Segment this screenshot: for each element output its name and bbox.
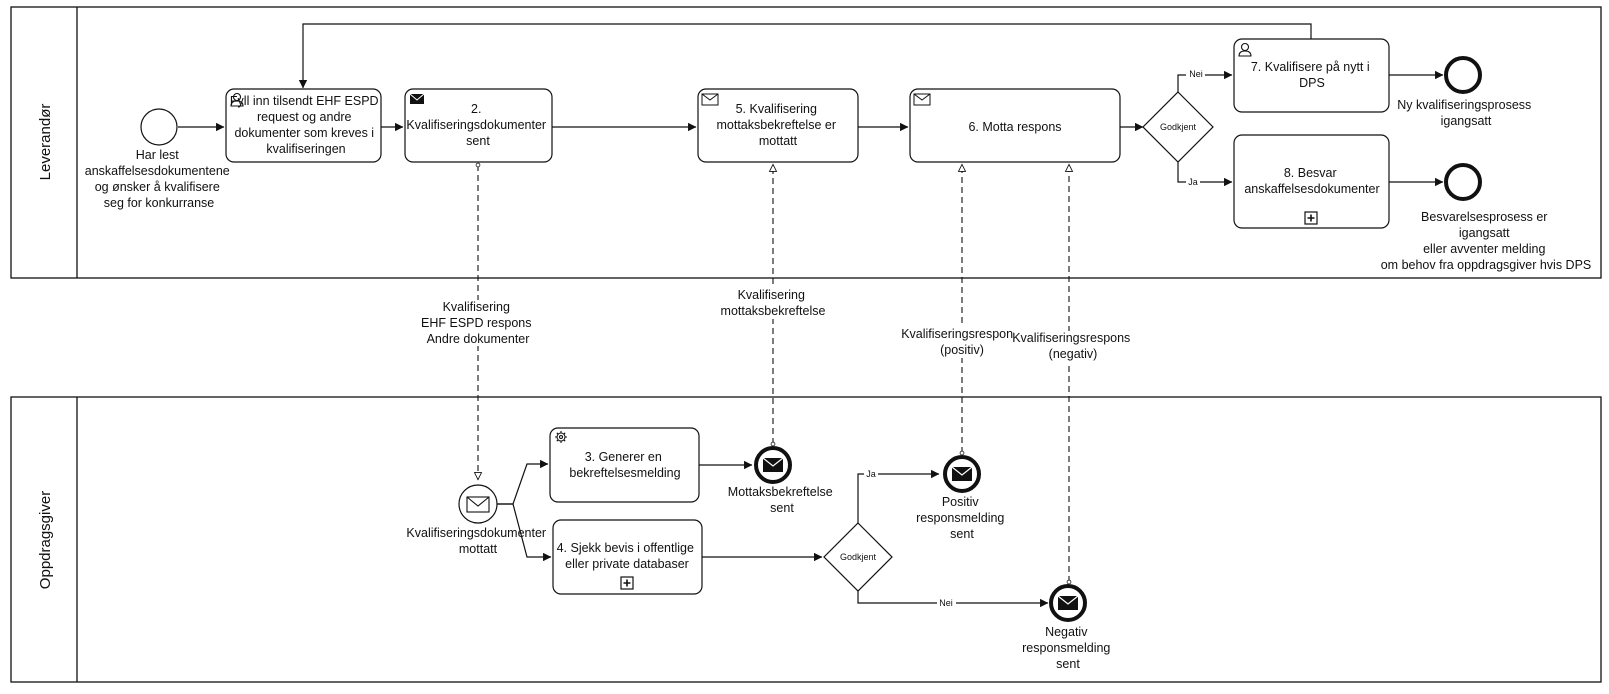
task-8[interactable]: 8. Besvar anskaffelsesdokumenter	[1233, 134, 1390, 229]
flow-t7-loop-to-t1	[298, 23, 1312, 89]
user-icon	[1238, 42, 1252, 57]
task-4-label: 4. Sjekk bevis i offentlige eller privat…	[557, 541, 698, 571]
receive-envelope-icon	[701, 93, 719, 106]
task-2[interactable]: 2. Kvalifiseringsdokumenter sent	[404, 88, 553, 163]
task-7[interactable]: 7. Kvalifisere på nytt i DPS	[1233, 38, 1390, 113]
lane-leverandor: Leverandør	[10, 6, 1602, 279]
subprocess-plus-icon	[1304, 211, 1318, 225]
task-2-label: 2. Kvalifiseringsdokumenter sent	[406, 102, 549, 148]
end-event-positiv-label: Positiv responsmelding sent	[916, 495, 1008, 541]
end-event-mottak-label: Mottaksbekreftelse sent	[728, 485, 836, 515]
task-3-label: 3. Generer en bekreftelsesmelding	[569, 450, 680, 480]
gateway-godkjent-bottom[interactable]: Godkjent	[823, 522, 893, 592]
user-icon	[230, 92, 244, 107]
flow-receive-to-t3	[497, 459, 549, 505]
task-1[interactable]: Fyll inn tilsendt EHF ESPD request og an…	[225, 88, 382, 163]
flow-receive-to-t4	[497, 503, 552, 562]
end-event-negativ-sent[interactable]	[1049, 584, 1087, 622]
subprocess-plus-icon	[620, 576, 634, 590]
lane-title-leverandor: Leverandør	[37, 104, 54, 181]
task-8-label: 8. Besvar anskaffelsesdokumenter	[1244, 166, 1379, 196]
label-ja-bottom: Ja	[866, 469, 876, 479]
send-envelope-icon	[762, 457, 784, 472]
end-event-besvarelse-label: Besvarelsesprosess er igangsatt eller av…	[1381, 210, 1592, 272]
gear-icon	[555, 431, 567, 443]
end-event-negativ-label: Negativ responsmelding sent	[1022, 625, 1114, 671]
task-1-label: Fyll inn tilsendt EHF ESPD request og an…	[230, 94, 382, 156]
task-5-label: 5. Kvalifisering mottaksbekreftelse er m…	[717, 102, 840, 148]
receive-envelope-icon	[913, 93, 931, 106]
label-nei-top: Nei	[1189, 69, 1203, 79]
receive-envelope-icon	[466, 496, 490, 513]
lane-title-oppdragsgiver: Oppdragsgiver	[37, 491, 54, 589]
flow-labels: Nei Ja Ja Nei	[864, 68, 1205, 609]
msg-label-negativ: Kvalifiseringsrespons (negativ)	[1012, 331, 1134, 361]
flow-gateway-ja-to-positiv	[857, 469, 940, 537]
msg-label-docs: Kvalifisering EHF ESPD respons Andre dok…	[421, 300, 535, 346]
task-4[interactable]: 4. Sjekk bevis i offentlige eller privat…	[552, 519, 703, 595]
lane-oppdragsgiver: Oppdragsgiver	[10, 396, 1602, 683]
task-6[interactable]: 6. Motta respons	[909, 88, 1121, 163]
gateway-bottom-label: Godkjent	[840, 552, 877, 562]
gateway-godkjent-top[interactable]: Godkjent	[1142, 91, 1214, 163]
end-event-besvarelse[interactable]	[1444, 163, 1482, 201]
send-envelope-icon	[951, 466, 973, 481]
send-envelope-icon	[1057, 595, 1079, 610]
msg-label-mottak: Kvalifisering mottaksbekreftelse	[721, 288, 826, 318]
task-7-label: 7. Kvalifisere på nytt i DPS	[1251, 60, 1373, 90]
message-labels: Kvalifisering EHF ESPD respons Andre dok…	[421, 288, 1134, 362]
gateway-top-label: Godkjent	[1160, 122, 1197, 132]
send-envelope-icon	[409, 93, 425, 104]
task-5[interactable]: 5. Kvalifisering mottaksbekreftelse er m…	[697, 88, 859, 163]
start-event-label: Har lest anskaffelsesdokumentene og ønsk…	[85, 148, 234, 210]
receive-docs-label: Kvalifiseringsdokumenter mottatt	[406, 526, 549, 556]
start-event[interactable]	[140, 108, 178, 146]
task-6-label: 6. Motta respons	[968, 120, 1061, 134]
label-ja-top: Ja	[1188, 177, 1198, 187]
end-event-positiv-sent[interactable]	[943, 455, 981, 493]
label-nei-bottom: Nei	[939, 598, 953, 608]
end-event-mottak-sent[interactable]	[754, 446, 792, 484]
task-3[interactable]: 3. Generer en bekreftelsesmelding	[549, 427, 700, 503]
end-event-ny-kvalifisering[interactable]	[1444, 56, 1482, 94]
receive-docs-event[interactable]	[458, 484, 498, 524]
end-event-ny-label: Ny kvalifiseringsprosess igangsatt	[1397, 98, 1535, 128]
msg-label-positiv: Kvalifiseringsrespons (positiv)	[901, 327, 1023, 357]
